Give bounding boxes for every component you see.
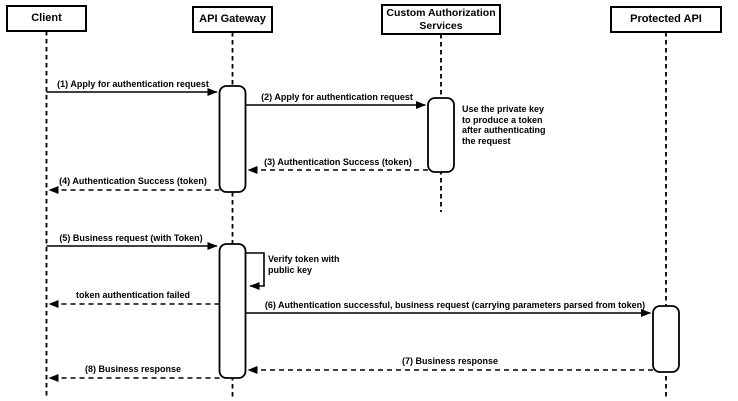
self-message-label: Verify token with public key: [268, 254, 340, 275]
message-3-label: (3) Authentication Success (token): [264, 157, 412, 167]
actor-client: Client: [6, 5, 87, 32]
message-6-label: (6) Authentication successful, business …: [264, 300, 646, 310]
activation-api-gateway-2: [218, 243, 247, 379]
message-4-label: (4) Authentication Success (token): [59, 176, 207, 186]
actor-custom-auth: Custom Authorization Services: [381, 4, 501, 35]
self-message-arrow: [246, 252, 265, 290]
actor-api-gateway: API Gateway: [192, 6, 273, 33]
message-8-label: (8) Business response: [84, 364, 182, 374]
message-7-label: (7) Business response: [401, 356, 499, 366]
note-private-key: Use the private key to produce a token a…: [462, 104, 546, 146]
activation-custom-auth: [427, 97, 455, 173]
message-1-label: (1) Apply for authentication request: [57, 79, 209, 89]
message-2-label: (2) Apply for authentication request: [261, 92, 413, 102]
message-failed-label: token authentication failed: [75, 290, 191, 300]
activation-protected-api: [652, 305, 680, 373]
message-5-label: (5) Business request (with Token): [59, 233, 203, 243]
activation-api-gateway-1: [218, 85, 247, 193]
actor-protected-api: Protected API: [610, 6, 722, 33]
